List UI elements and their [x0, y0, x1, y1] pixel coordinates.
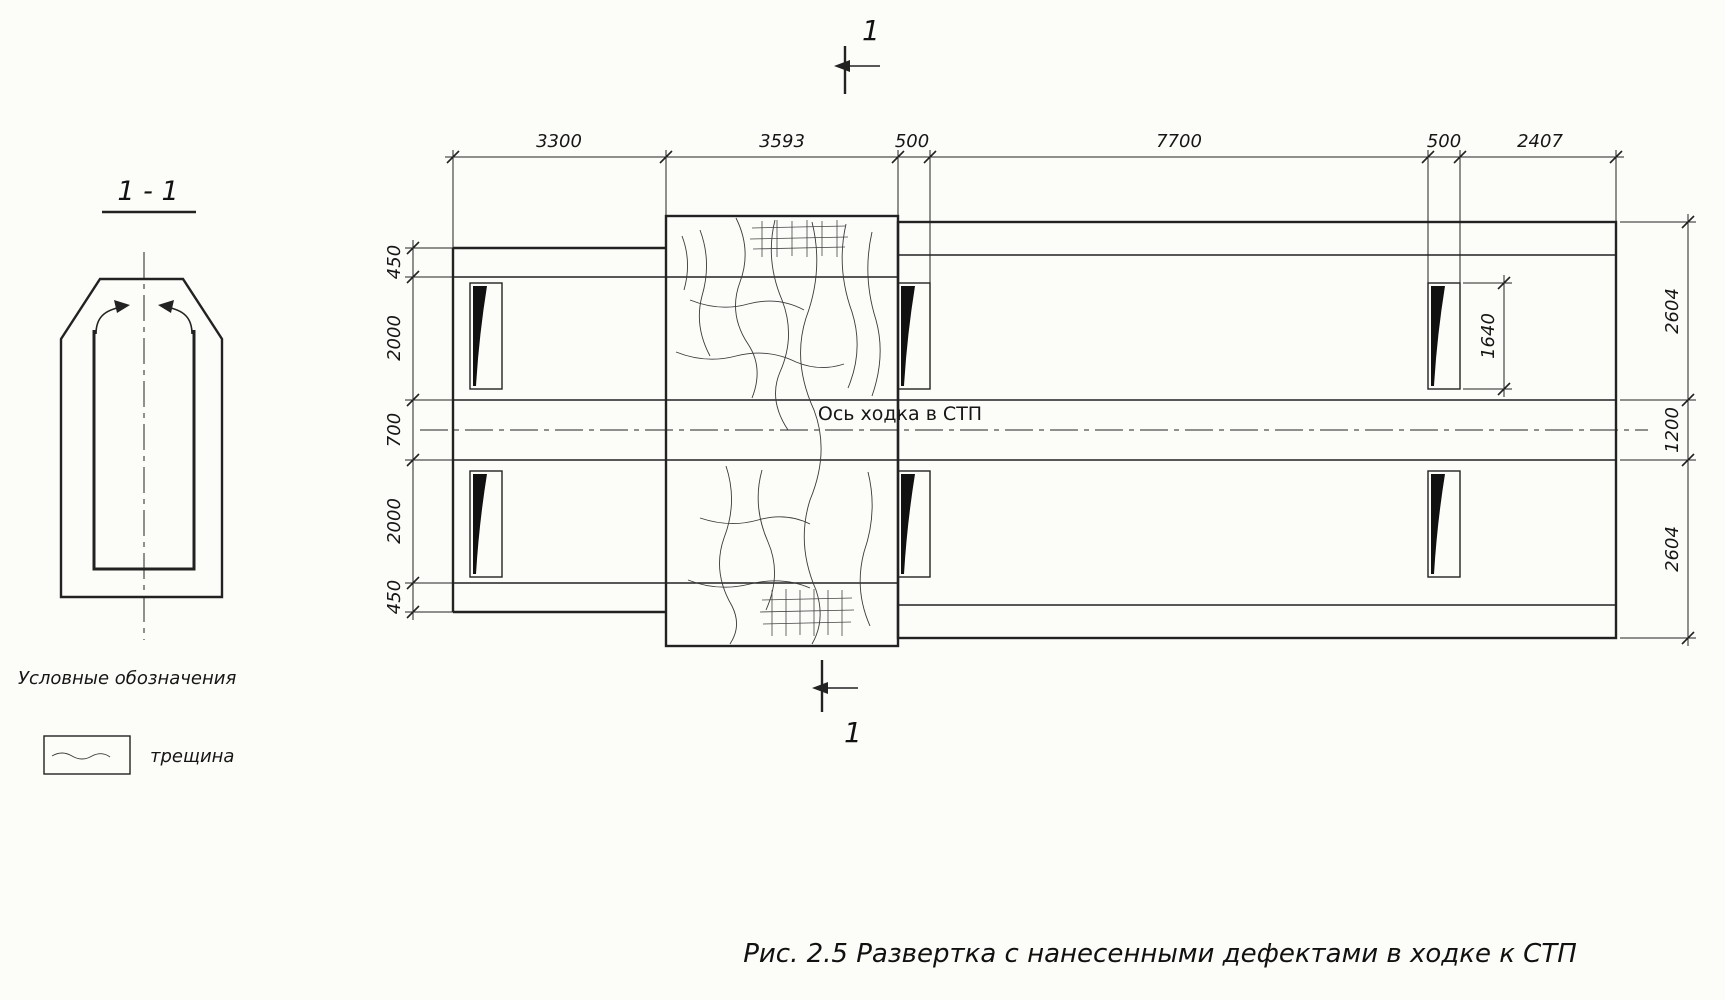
dim-top-3593: 3593 — [759, 131, 805, 152]
section-marker-top-label: 1 — [862, 14, 880, 47]
dim-right-2604-bottom: 2604 — [1662, 526, 1683, 572]
niche-lower-left — [469, 470, 503, 578]
dim-left-450-bottom: 450 — [384, 580, 405, 614]
dim-top-2407: 2407 — [1517, 131, 1563, 152]
niche-upper-middle — [897, 282, 931, 390]
mesh-patch-bottom — [759, 589, 855, 636]
section-marker-bottom-label: 1 — [844, 716, 862, 749]
top-dimension-chain: 3300 3593 500 7700 500 2407 — [445, 131, 1624, 283]
legend-crack-label: трещина — [150, 746, 234, 767]
dim-right-1200: 1200 — [1662, 407, 1683, 453]
right-dimension-chain: 2604 1200 2604 — [1620, 214, 1696, 646]
inner-lining-hook-arrows — [95, 300, 193, 335]
dim-left-450-top: 450 — [384, 245, 405, 279]
section-view-title: 1 - 1 — [117, 176, 178, 207]
legend-crack-symbol — [51, 752, 111, 760]
niche-lower-middle — [897, 470, 931, 578]
niche-height-dimension: 1640 — [1463, 275, 1512, 397]
left-dimension-chain: 450 2000 700 2000 450 — [384, 240, 453, 620]
dim-top-7700: 7700 — [1156, 131, 1202, 152]
dim-top-3300: 3300 — [536, 131, 582, 152]
tunnel-outer-profile — [59, 277, 224, 599]
niche-lower-right — [1427, 470, 1461, 578]
passage-axis-label: Ось ходка в СТП — [818, 403, 982, 425]
legend-symbol-box — [43, 735, 131, 775]
section-view-1-1: 1 - 1 — [59, 176, 224, 640]
development-drawing: Ось ходка в СТП — [420, 214, 1648, 648]
dim-niche-1640: 1640 — [1478, 313, 1499, 359]
section-cut-marker-top: 1 — [834, 14, 880, 94]
section-cut-marker-bottom: 1 — [812, 660, 862, 749]
dim-top-500-a: 500 — [895, 131, 929, 152]
section-arrow-bottom — [812, 682, 828, 694]
legend: Условные обозначения трещина — [18, 668, 236, 775]
dim-right-2604-top: 2604 — [1662, 288, 1683, 334]
legend-title: Условные обозначения — [18, 668, 236, 689]
dim-left-700: 700 — [384, 413, 405, 447]
niche-upper-left — [469, 282, 503, 390]
mesh-patch-top — [749, 220, 849, 257]
section-arrow-top — [834, 60, 850, 72]
dim-left-2000-top: 2000 — [384, 315, 405, 361]
niche-upper-right — [1427, 282, 1461, 390]
interior-lines — [453, 254, 1616, 606]
crack-marks — [675, 217, 881, 645]
left-segment — [451, 246, 666, 614]
dim-top-500-b: 500 — [1427, 131, 1461, 152]
dim-left-2000-bottom: 2000 — [384, 498, 405, 544]
figure-caption: Рис. 2.5 Развертка с нанесенными дефекта… — [743, 939, 1577, 969]
